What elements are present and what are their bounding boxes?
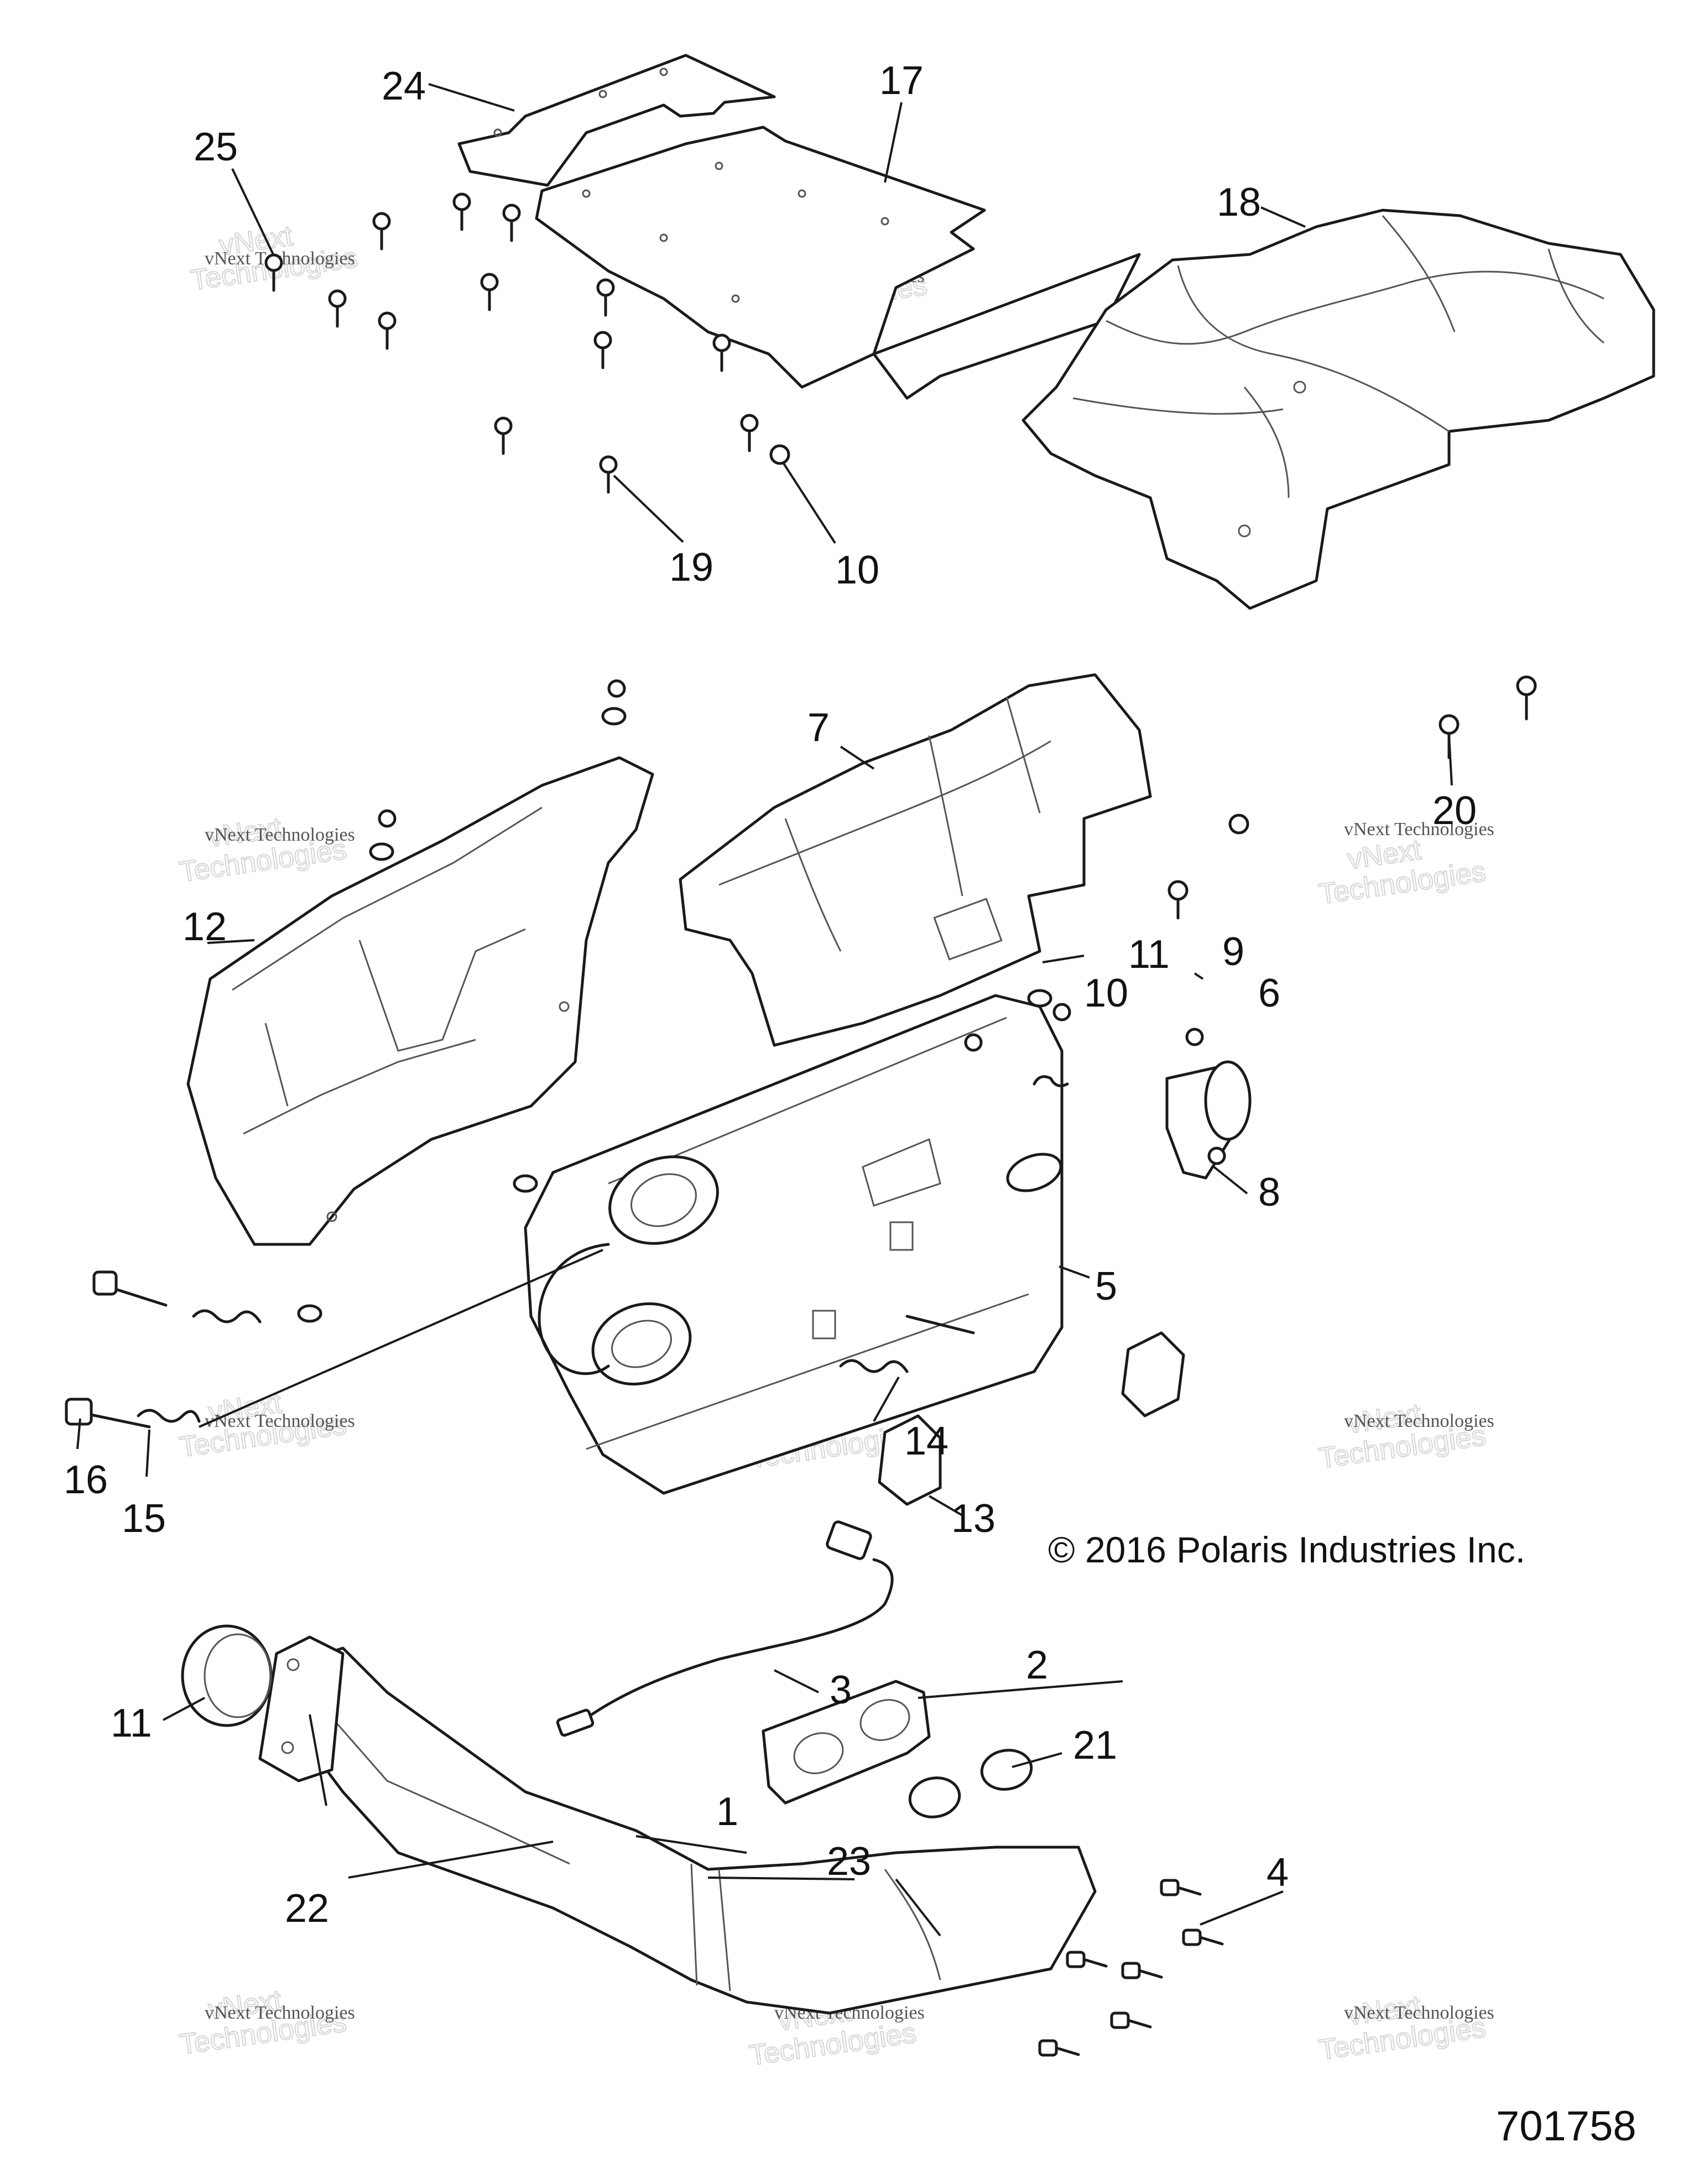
screw bbox=[452, 192, 471, 231]
watermark: vNext Technologies bbox=[177, 811, 349, 889]
bolt bbox=[607, 679, 626, 698]
watermark: vNext Technologies bbox=[205, 2003, 355, 2023]
callout-14: 13 bbox=[951, 1497, 996, 1541]
bolt bbox=[1121, 1962, 1163, 1979]
washer bbox=[297, 1304, 322, 1323]
bolt bbox=[1185, 1028, 1204, 1046]
clamp-ring bbox=[908, 1749, 1033, 1818]
push-rivet bbox=[1168, 880, 1189, 920]
callout-2: 2 bbox=[1026, 1643, 1048, 1687]
screw bbox=[494, 416, 513, 455]
screw bbox=[599, 455, 618, 494]
callout-21: 20 bbox=[1432, 789, 1477, 833]
bolt bbox=[1066, 1951, 1108, 1968]
callout-8: 8 bbox=[1258, 1170, 1280, 1215]
callout-20: 19 bbox=[669, 545, 713, 590]
callout-11: 11 bbox=[1128, 932, 1170, 977]
washer bbox=[513, 1174, 538, 1193]
leader-lines bbox=[76, 83, 1453, 1937]
exhaust-ring bbox=[181, 1624, 273, 1727]
bolt bbox=[964, 1033, 983, 1052]
washer bbox=[1027, 989, 1052, 1008]
callout-26: 25 bbox=[194, 125, 238, 169]
bolt bbox=[1207, 1146, 1226, 1165]
watermark: vNext Technologies bbox=[1344, 2003, 1494, 2023]
bolt bbox=[1038, 2039, 1080, 2057]
screw bbox=[502, 204, 521, 242]
screw bbox=[593, 331, 612, 369]
callout-17: 16 bbox=[64, 1458, 108, 1502]
watermark: vNext Technologies bbox=[205, 825, 355, 845]
bolt bbox=[378, 809, 397, 828]
push-rivet bbox=[1228, 814, 1249, 835]
diagram-part-number: 701758 bbox=[1496, 2103, 1637, 2150]
bolt bbox=[1160, 1879, 1202, 1896]
callout-10-lower: 10 bbox=[1084, 971, 1128, 1015]
callout-22: 21 bbox=[1073, 1723, 1117, 1768]
tailpipe-tip bbox=[1165, 1060, 1252, 1180]
watermark: vNext Technologies bbox=[1344, 1411, 1494, 1431]
rubber-mount bbox=[878, 1331, 1185, 1506]
bolt bbox=[1052, 1003, 1071, 1021]
screw bbox=[328, 289, 347, 328]
callout-13: 12 bbox=[183, 905, 227, 949]
head-pipe bbox=[258, 1635, 1097, 2015]
callout-1: 1 bbox=[716, 1790, 738, 1834]
exhaust-gasket bbox=[762, 1680, 931, 1805]
callouts: 24 17 25 18 19 10 7 20 12 11 9 10 6 8 5 … bbox=[64, 59, 1477, 1931]
screw bbox=[378, 311, 397, 350]
callout-24: 23 bbox=[827, 1839, 871, 1884]
callout-7: 7 bbox=[807, 706, 830, 750]
callout-23: 22 bbox=[285, 1886, 329, 1931]
callout-9: 9 bbox=[1222, 930, 1244, 974]
heat-shield-plate-upper bbox=[457, 54, 776, 187]
muffler bbox=[524, 994, 1064, 1495]
callout-3: 3 bbox=[830, 1668, 852, 1712]
heat-shield-plate bbox=[535, 126, 1141, 400]
bolt bbox=[1110, 2011, 1152, 2029]
oxygen-sensor bbox=[556, 1520, 894, 1737]
bolt bbox=[1182, 1928, 1224, 1946]
watermark: vNext Technologies bbox=[1316, 1398, 1488, 1476]
fasteners bbox=[264, 192, 1537, 2057]
watermark: vNext Technologies bbox=[1344, 819, 1494, 840]
callout-10-upper: 10 bbox=[835, 548, 879, 592]
callout-5: 5 bbox=[1095, 1264, 1117, 1309]
push-rivet bbox=[1516, 675, 1537, 721]
callout-18: 17 bbox=[879, 59, 924, 103]
copyright-notice: © 2016 Polaris Industries Inc. bbox=[1048, 1529, 1525, 1570]
callout-15: 14 bbox=[904, 1419, 948, 1463]
screw bbox=[712, 333, 731, 372]
heat-shield-left bbox=[186, 756, 654, 1246]
callout-16: 15 bbox=[122, 1497, 166, 1541]
callout-6: 6 bbox=[1258, 971, 1280, 1015]
callout-4: 4 bbox=[1267, 1851, 1289, 1895]
callout-25: 24 bbox=[382, 64, 426, 108]
watermark: vNext Technologies bbox=[1316, 1989, 1488, 2067]
screw bbox=[372, 212, 391, 251]
washer bbox=[369, 842, 394, 861]
spring-and-bolt bbox=[65, 1249, 603, 1429]
callout-19: 18 bbox=[1217, 180, 1261, 225]
screw bbox=[740, 414, 759, 452]
screw bbox=[596, 278, 615, 317]
screw bbox=[480, 273, 499, 311]
heat-shield-upper-right bbox=[1022, 209, 1655, 610]
nut bbox=[769, 444, 790, 465]
spring bbox=[839, 1075, 1069, 1373]
callout-12: 11 bbox=[111, 1701, 152, 1745]
washer bbox=[601, 707, 627, 726]
heat-shield-middle bbox=[679, 673, 1152, 1047]
